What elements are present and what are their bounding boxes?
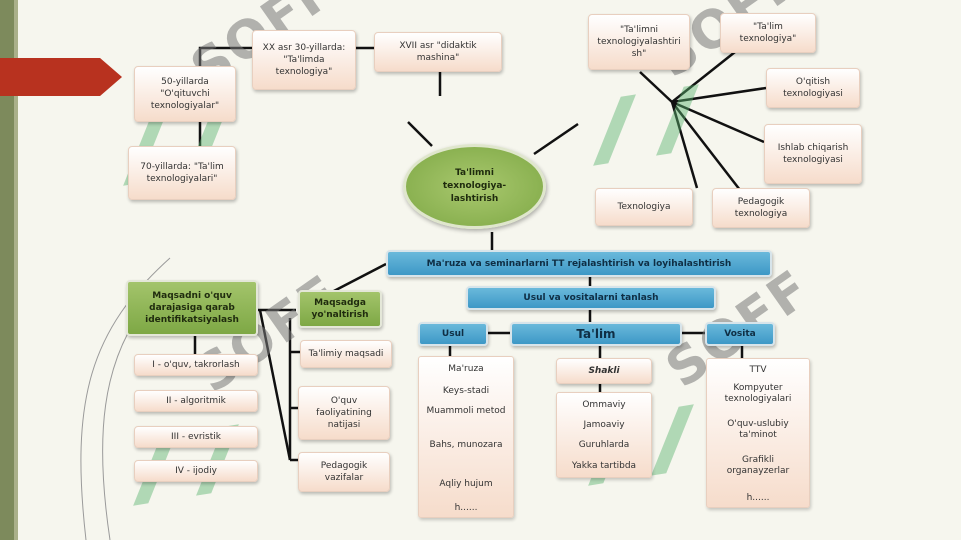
history-xx-asr: XX asr 30-yillarda: "Ta'limda texnologiy… — [252, 30, 356, 90]
type-oqitish: O'qitish texnologiyasi — [766, 68, 860, 108]
shakli-header: Shakli — [556, 358, 652, 384]
type-texnologiya: Texnologiya — [595, 188, 693, 226]
vosita-list: TTV Kompyuter texnologiyalari O'quv-uslu… — [706, 358, 810, 508]
usul-item: Bahs, munozara — [429, 440, 503, 450]
shakli-item: Jamoaviy — [583, 420, 625, 430]
vosita-item: O'quv-uslubiy ta'minot — [727, 419, 789, 440]
talim-header: Ta'lim — [510, 322, 682, 346]
side-stripe — [0, 0, 14, 540]
goal-item: Ta'limiy maqsadi — [300, 340, 392, 368]
type-talimni: "Ta'limni texnologiyalashtiri sh" — [588, 14, 690, 70]
vosita-item: Grafikli organayzerlar — [726, 455, 790, 476]
center-node: Ta'limni texnologiya-lashtirish — [403, 144, 546, 229]
type-pedagogik: Pedagogik texnologiya — [712, 188, 810, 228]
usul-item: h...... — [454, 503, 478, 513]
maqsad-box: Maqsadni o'quv darajasiga qarab identifi… — [126, 280, 258, 336]
shakli-item: Guruhlarda — [578, 440, 630, 450]
level-item: II - algoritmik — [134, 390, 258, 412]
planning-header: Ma'ruza va seminarlarni TT rejalashtiris… — [386, 250, 772, 277]
usul-item: Muammoli metod — [426, 406, 506, 416]
maqsadga-box: Maqsadga yo'naltirish — [298, 290, 382, 328]
vosita-header: Vosita — [705, 322, 775, 346]
history-70-yillar: 70-yillarda: "Ta'lim texnologiyalari" — [128, 146, 236, 200]
history-xvii-asr: XVII asr "didaktik mashina" — [374, 32, 502, 72]
goal-item: O'quv faoliyatining natijasi — [298, 386, 390, 440]
side-stripe-light — [14, 0, 18, 540]
goal-item: Pedagogik vazifalar — [298, 452, 390, 492]
level-item: III - evristik — [134, 426, 258, 448]
usul-item: Keys-stadi — [442, 386, 490, 396]
vosita-item: Kompyuter texnologiyalari — [724, 383, 792, 404]
usul-vosita-header: Usul va vositalarni tanlash — [466, 286, 716, 310]
title-arrow-shape — [0, 58, 122, 96]
usul-header: Usul — [418, 322, 488, 346]
usul-list: Ma'ruza Keys-stadi Muammoli metod Bahs, … — [418, 356, 514, 518]
type-ishlab: Ishlab chiqarish texnologiyasi — [764, 124, 862, 184]
usul-item: Aqliy hujum — [439, 479, 493, 489]
type-talim: "Ta'lim texnologiya" — [720, 13, 816, 53]
level-item: I - o'quv, takrorlash — [134, 354, 258, 376]
usul-item: Ma'ruza — [448, 364, 484, 374]
level-item: IV - ijodiy — [134, 460, 258, 482]
history-50-yillar: 50-yillarda "O'qituvchi texnologiyalar" — [134, 66, 236, 122]
shakli-list: Ommaviy Jamoaviy Guruhlarda Yakka tartib… — [556, 392, 652, 478]
vosita-item: TTV — [749, 365, 767, 375]
shakli-item: Yakka tartibda — [571, 461, 637, 471]
shakli-item: Ommaviy — [582, 400, 626, 410]
vosita-item: h...... — [746, 493, 770, 503]
